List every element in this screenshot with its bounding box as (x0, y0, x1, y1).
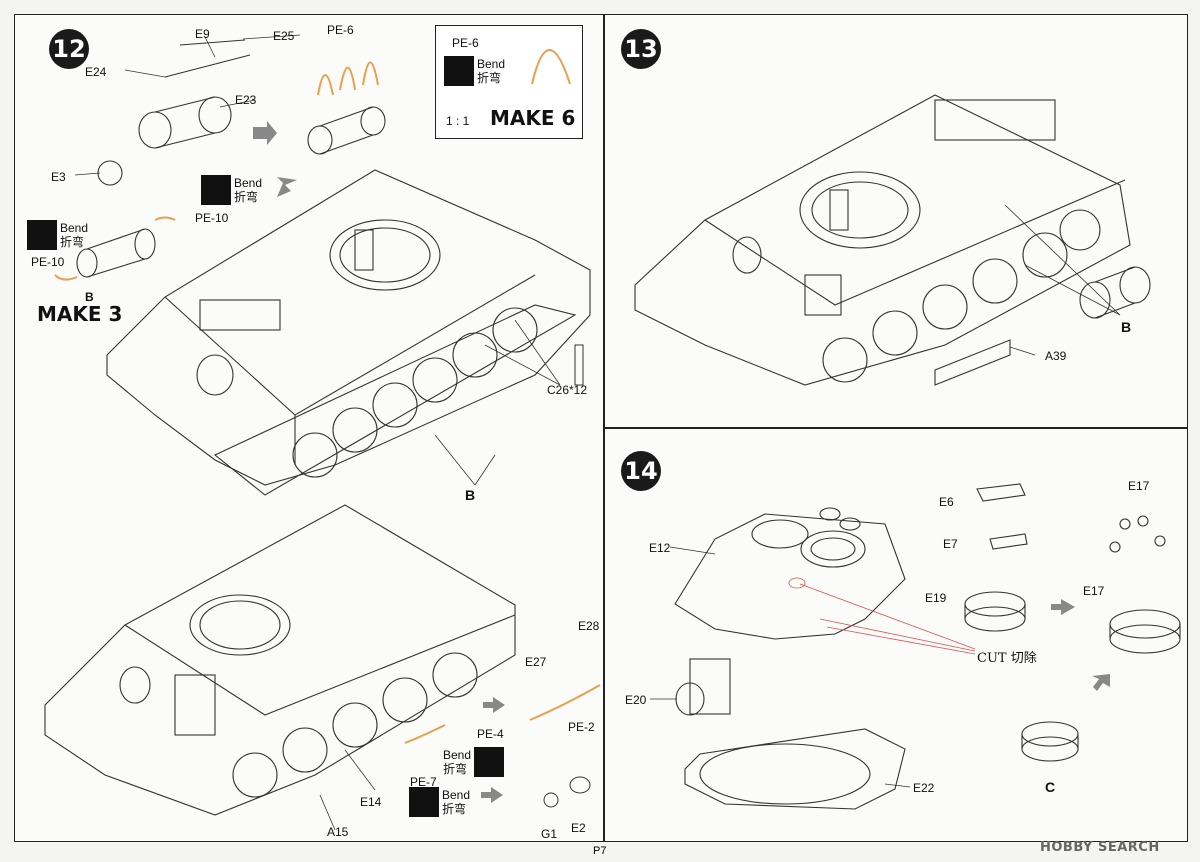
label-e23: E23 (235, 93, 257, 107)
label-e3: E3 (51, 170, 66, 184)
bend-label-cn: 折弯 (443, 762, 468, 776)
step-12-number: 12 (49, 29, 89, 69)
label-c26: C26*12 (547, 383, 588, 397)
bend-label-en: Bend (234, 176, 263, 190)
label-e17-top: E17 (1128, 479, 1150, 493)
label-e27: E27 (525, 655, 547, 669)
label-e28: E28 (578, 619, 600, 633)
label-b-main: B (465, 487, 476, 503)
step-14-panel: 14 (604, 428, 1188, 842)
label-e25: E25 (273, 29, 295, 43)
bend-icon (201, 175, 231, 205)
step-13-number: 13 (621, 29, 661, 69)
bend-icon (409, 787, 439, 817)
label-e24: E24 (85, 65, 107, 79)
label-b-13: B (1121, 319, 1132, 335)
bend-icon (444, 56, 474, 86)
bend-icon (474, 747, 505, 777)
label-e6: E6 (939, 495, 954, 509)
bend-label-cn: 折弯 (442, 802, 467, 816)
step-14-number: 14 (621, 451, 661, 491)
make-3-label: MAKE 3 (37, 302, 123, 326)
label-e2: E2 (571, 821, 586, 835)
bend-label-cn: 折弯 (234, 190, 259, 204)
inset-scale: 1 : 1 (446, 114, 470, 128)
page-number: P7 (593, 845, 607, 857)
bend-icon (27, 220, 57, 250)
label-pe10-a: PE-10 (195, 211, 229, 225)
bend-label-en: Bend (443, 748, 472, 762)
label-e7: E7 (943, 537, 958, 551)
step-12-panel: 12 (14, 14, 604, 842)
inset-part-label: PE-6 (452, 36, 479, 50)
label-b-small: B (85, 290, 94, 304)
bend-label-cn: 折弯 (60, 235, 85, 249)
label-e20: E20 (625, 693, 647, 707)
label-c: C (1045, 779, 1056, 795)
make-6-label: MAKE 6 (490, 106, 576, 130)
bend-label-cn: 折弯 (477, 71, 502, 85)
label-e12: E12 (649, 541, 671, 555)
label-a15: A15 (327, 825, 349, 839)
label-pe7: PE-7 (410, 775, 437, 789)
bend-label-en: Bend (442, 788, 471, 802)
label-e14: E14 (360, 795, 382, 809)
step-12-drawing (44, 34, 601, 831)
label-pe10-b: PE-10 (31, 255, 65, 269)
step-13-panel: 13 A39 B (604, 14, 1188, 428)
step-14-drawing (650, 483, 1181, 810)
label-e9: E9 (195, 27, 210, 41)
label-a39: A39 (1045, 349, 1067, 363)
label-e17-side: E17 (1083, 584, 1105, 598)
label-pe4: PE-4 (477, 727, 504, 741)
label-g1: G1 (541, 827, 558, 841)
label-pe2: PE-2 (568, 720, 595, 734)
label-pe6: PE-6 (327, 23, 354, 37)
bend-label-en: Bend (477, 57, 506, 71)
cut-label: CUT 切除 (977, 651, 1037, 666)
watermark-logo: HOBBY SEARCH (1040, 840, 1160, 855)
step-13-drawing (634, 94, 1151, 386)
bend-label-en: Bend (60, 221, 89, 235)
label-e22: E22 (913, 781, 935, 795)
label-e19: E19 (925, 591, 947, 605)
